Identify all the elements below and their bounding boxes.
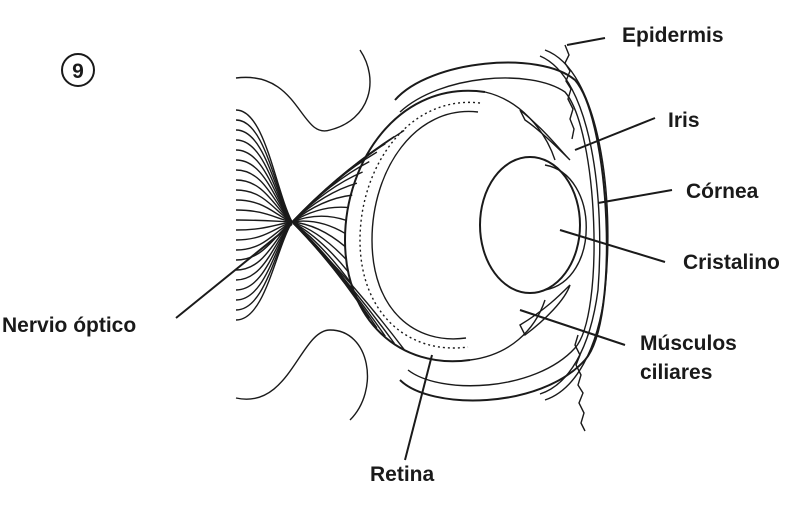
figure-number: 9 xyxy=(72,60,84,83)
label-iris: Iris xyxy=(668,109,700,132)
figure-number-badge: 9 xyxy=(61,53,95,87)
label-cornea: Córnea xyxy=(686,180,759,203)
label-nervio-optico: Nervio óptico xyxy=(2,314,136,337)
nerve-fiber xyxy=(235,221,293,251)
label-epidermis: Epidermis xyxy=(622,24,724,47)
nerve-fiber xyxy=(235,179,293,223)
nerve-fiber xyxy=(235,219,293,223)
lens xyxy=(479,156,581,294)
nerve-fiber xyxy=(291,220,346,235)
nerve-fiber xyxy=(235,209,293,223)
nerve-fiber xyxy=(235,221,293,321)
nerve-fiber xyxy=(291,206,349,223)
nerve-fiber xyxy=(291,221,395,344)
nerve-fiber xyxy=(291,221,346,248)
nerve-fiber xyxy=(235,199,293,223)
skin-outline xyxy=(235,44,586,432)
nerve-fiber xyxy=(291,221,364,309)
label-cristalino: Cristalino xyxy=(683,251,780,274)
nerve-fiber xyxy=(235,221,293,231)
nerve-fiber xyxy=(291,221,405,350)
nerve-fiber xyxy=(291,221,347,261)
label-retina: Retina xyxy=(370,463,435,486)
label-musculos: Músculos xyxy=(640,332,737,355)
eyeball xyxy=(343,49,609,402)
nerve-fiber xyxy=(291,215,347,223)
optic-nerve-fibers xyxy=(235,109,405,350)
label-ciliares: ciliares xyxy=(640,361,712,384)
nerve-fiber xyxy=(235,189,293,223)
nerve-fiber xyxy=(291,194,353,223)
leader-lines xyxy=(175,37,673,461)
